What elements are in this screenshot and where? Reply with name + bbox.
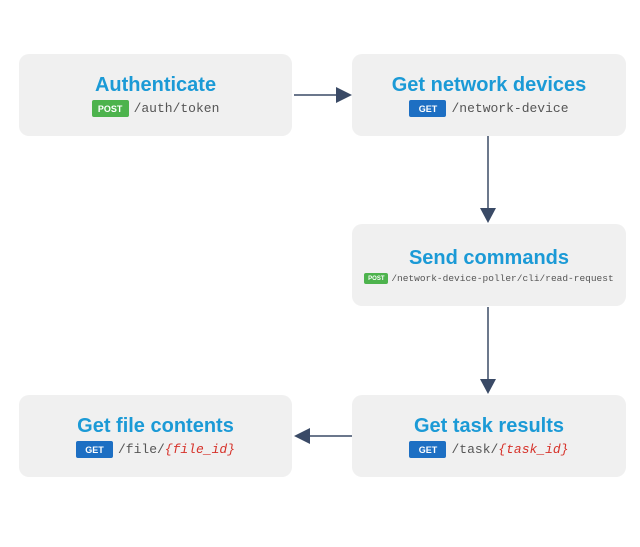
path-prefix: /task/ (451, 442, 499, 457)
method-badge-get: GET (75, 441, 113, 458)
endpoint: GET /task/{task_id} (409, 441, 569, 458)
step-get-file-contents: Get file contents GET /file/{file_id} (19, 395, 292, 477)
endpoint: GET /network-device (409, 100, 569, 117)
step-title: Get task results (413, 415, 565, 437)
endpoint: POST /auth/token (91, 100, 220, 117)
endpoint: POST /network-device-poller/cli/read-req… (364, 273, 614, 284)
step-send-commands: Send commands POST /network-device-polle… (352, 224, 626, 306)
step-title: Get network devices (391, 74, 587, 96)
step-title: Authenticate (94, 74, 217, 96)
method-badge-get: GET (409, 100, 447, 117)
step-title: Get file contents (77, 415, 234, 437)
endpoint-path: /network-device-poller/cli/read-request (391, 273, 614, 284)
arrow-task-to-file (294, 428, 352, 444)
step-title: Send commands (408, 247, 570, 269)
path-prefix: /file/ (117, 442, 165, 457)
path-param: {task_id} (498, 442, 569, 457)
method-badge-post: POST (91, 100, 129, 117)
step-get-network-devices: Get network devices GET /network-device (352, 54, 626, 136)
path-param: {file_id} (164, 442, 236, 457)
step-get-task-results: Get task results GET /task/{task_id} (352, 395, 626, 477)
endpoint-path: /task/{task_id} (451, 442, 568, 457)
endpoint-path: /file/{file_id} (118, 442, 235, 457)
endpoint-path: /network-device (451, 101, 569, 116)
arrow-commands-to-task (480, 307, 496, 394)
endpoint: GET /file/{file_id} (75, 441, 235, 458)
method-badge-post: POST (364, 273, 389, 284)
arrow-devices-to-commands (480, 136, 496, 223)
endpoint-path: /auth/token (133, 101, 220, 116)
arrow-auth-to-devices (294, 87, 352, 103)
step-authenticate: Authenticate POST /auth/token (19, 54, 292, 136)
method-badge-get: GET (409, 441, 447, 458)
